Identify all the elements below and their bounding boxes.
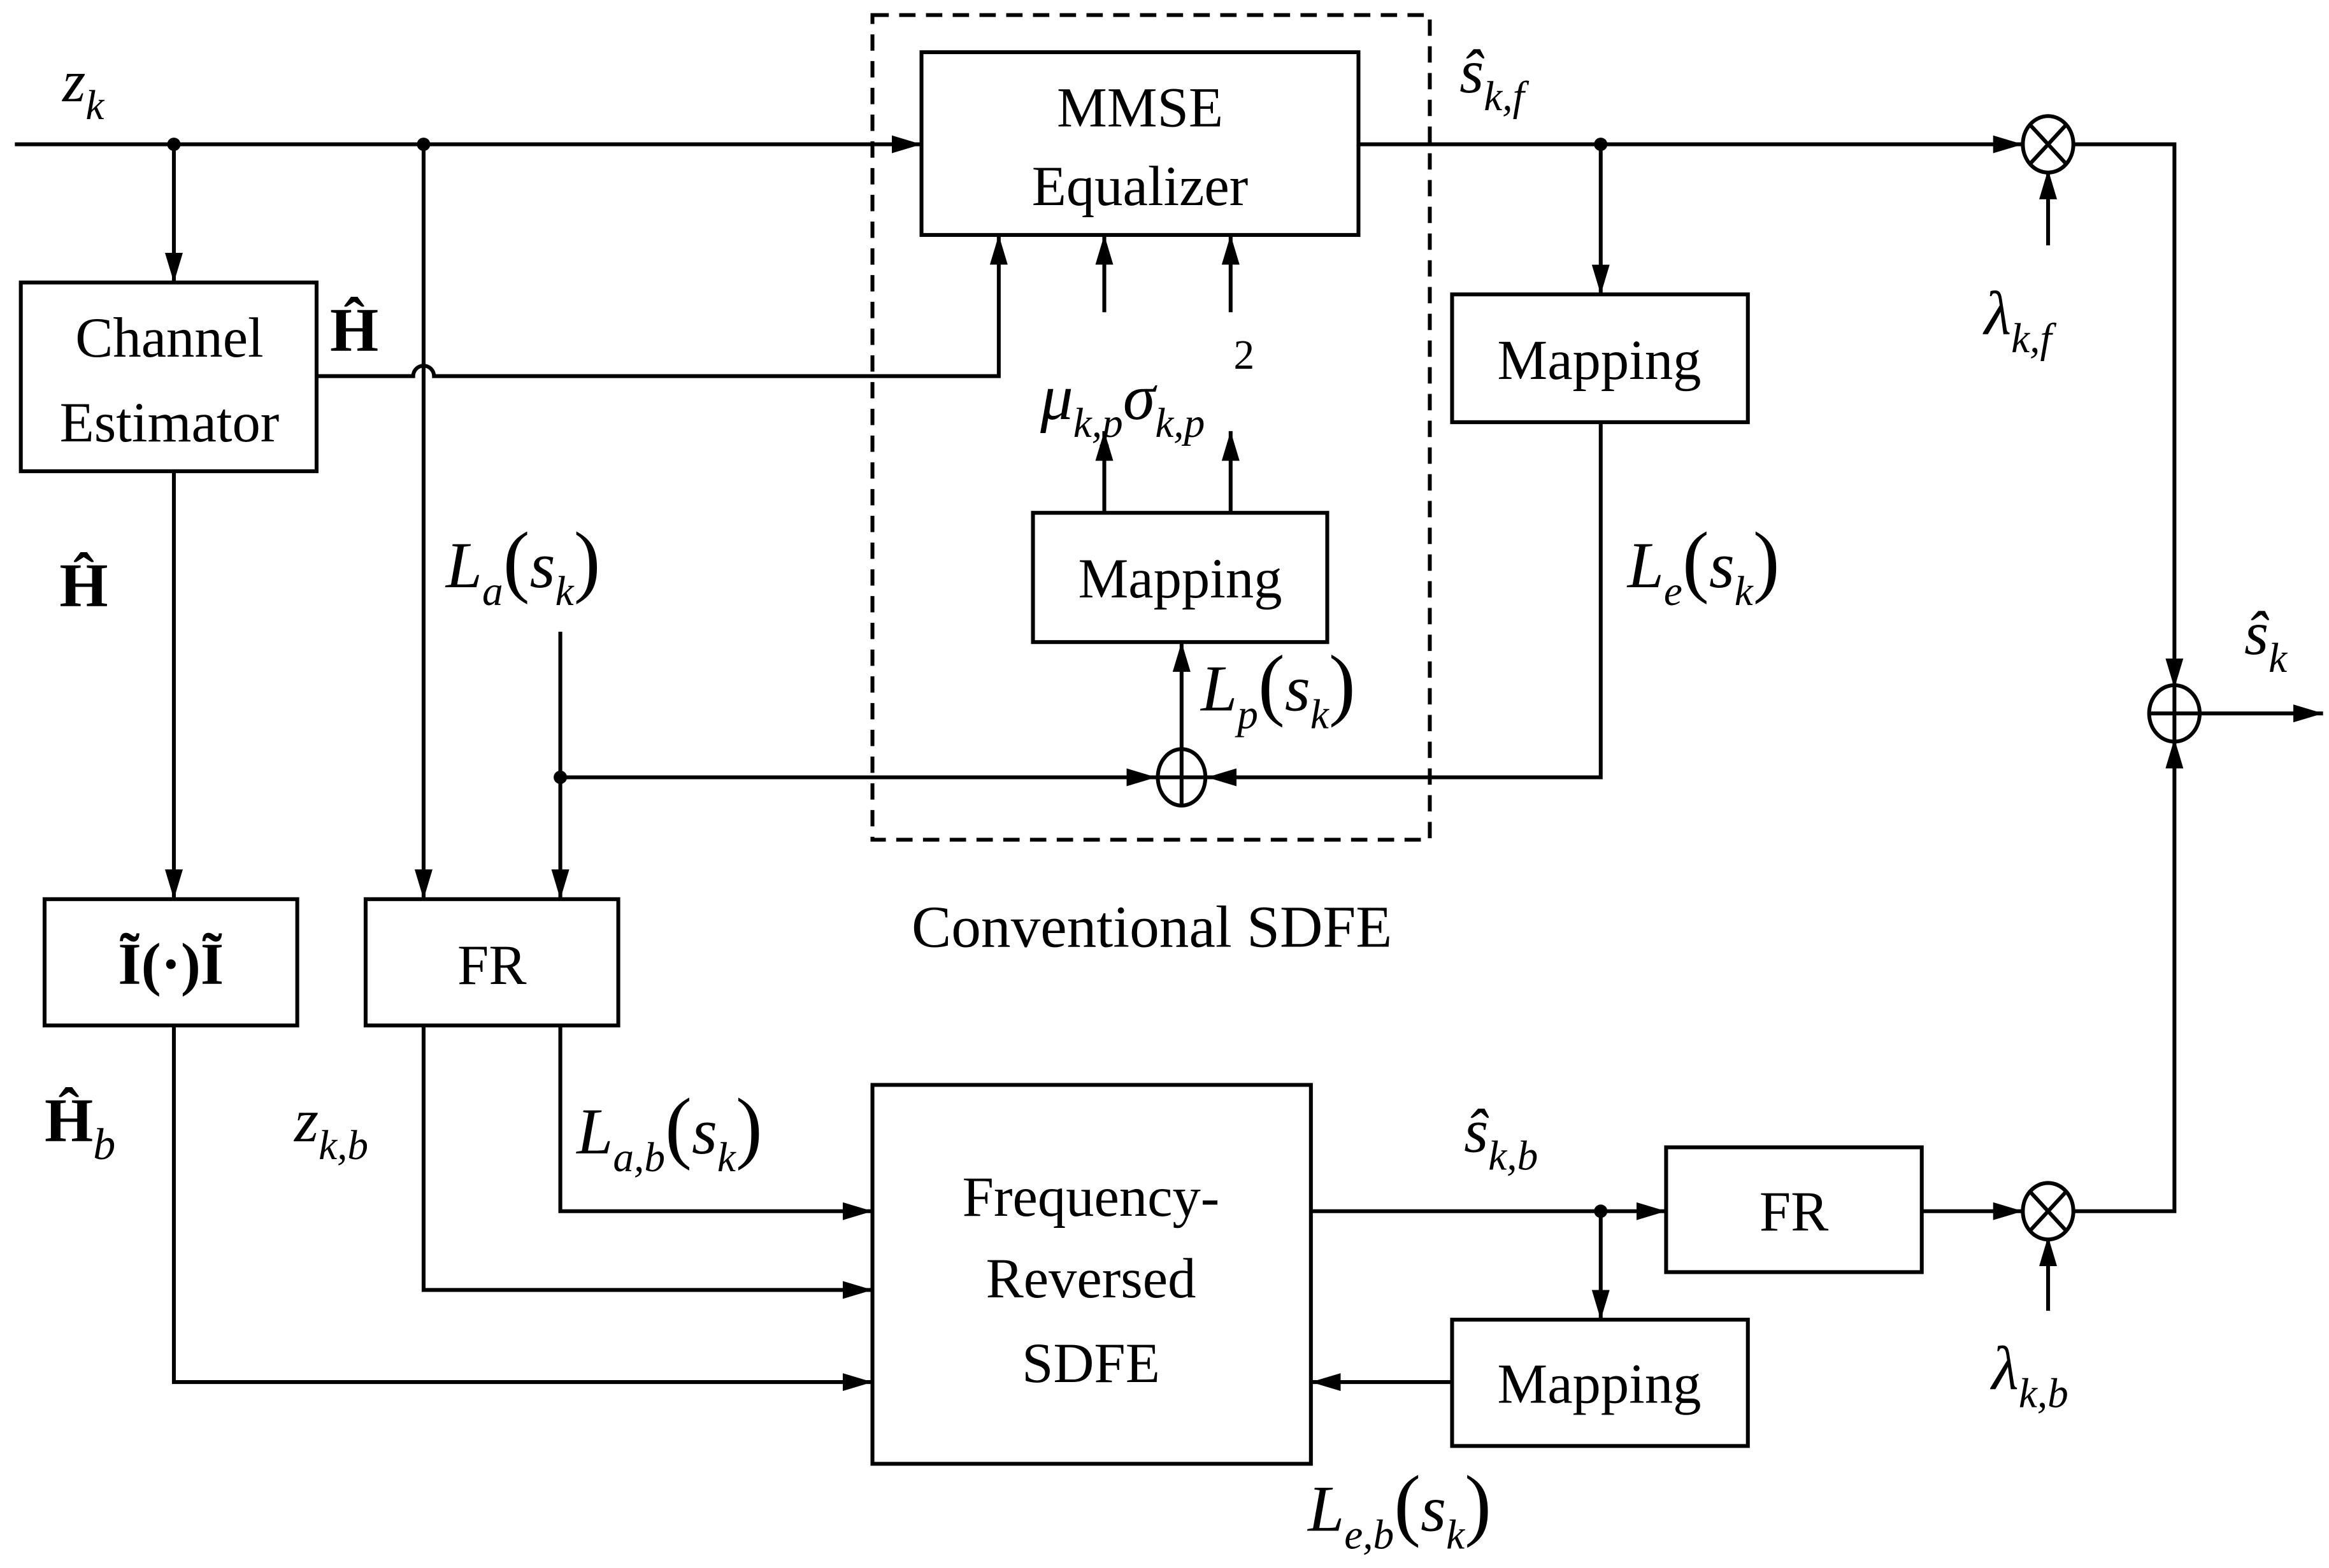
multiply-node-backward — [2021, 1181, 2075, 1242]
mmse-equalizer-block: MMSE Equalizer — [919, 50, 1361, 237]
junction-dot — [1594, 1204, 1608, 1218]
wire-le-to-sum — [1207, 422, 1603, 787]
label-L-e: Le(sk) — [1626, 517, 1780, 615]
ce-label-line1: Channel — [75, 307, 263, 369]
label-L-a: La(sk) — [445, 517, 601, 615]
fr-right-block: FR — [1664, 1145, 1924, 1274]
junctions — [167, 138, 1608, 1218]
label-z-kb: zk,b — [293, 1087, 368, 1169]
label-h-hat-top: Ĥ — [330, 296, 378, 365]
mapping-right-label: Mapping — [1497, 329, 1701, 392]
fr-sdfe-label-line3: SDFE — [1022, 1332, 1160, 1395]
mapping-bottom-label: Mapping — [1497, 1353, 1701, 1416]
multiply-node-forward — [2021, 114, 2075, 175]
fr-left-block: FR — [363, 897, 620, 1028]
conventional-sdfe-caption: Conventional SDFE — [912, 894, 1392, 960]
fr-sdfe-label-line2: Reversed — [986, 1248, 1196, 1310]
label-lambda-kb: λk,b — [1989, 1335, 2068, 1417]
permutation-label: Ĩ(·)Ĩ — [118, 932, 224, 997]
fr-sdfe-block: Frequency- Reversed SDFE — [870, 1083, 1313, 1466]
junction-dot — [167, 138, 181, 152]
wire-mult-b-to-sum — [2073, 738, 2184, 1213]
mmse-label-line1: MMSE — [1057, 77, 1223, 139]
junction-dot — [417, 138, 431, 152]
label-sigma-sup: 2 — [1233, 332, 1254, 378]
label-s-hat-k: ŝk — [2244, 599, 2288, 681]
permutation-block: Ĩ(·)Ĩ — [42, 897, 299, 1028]
channel-estimator-block: Channel Estimator — [18, 280, 319, 473]
fr-sdfe-label-line1: Frequency- — [963, 1166, 1220, 1229]
wire-hb-to-frsdfe — [171, 1025, 873, 1392]
label-mu-sigma: μk,pσk,p — [1040, 362, 1205, 446]
mapping-inner-label: Mapping — [1078, 548, 1282, 610]
mapping-right-block: Mapping — [1450, 292, 1750, 424]
wire-lab-to-frsdfe — [558, 1025, 873, 1220]
label-L-ab: La,b(sk) — [575, 1083, 763, 1181]
label-h-hat-b: Ĥb — [45, 1087, 115, 1169]
label-h-hat-left: Ĥ — [59, 552, 108, 620]
mapping-inner-block: Mapping — [1031, 511, 1329, 645]
fr-left-label: FR — [457, 934, 526, 997]
label-L-p: Lp(sk) — [1200, 640, 1356, 738]
label-z-k: zk — [61, 49, 104, 129]
mmse-label-line2: Equalizer — [1032, 155, 1249, 218]
wire-mult-f-to-sum — [2073, 142, 2184, 688]
label-lambda-kf: λk,f — [1982, 280, 2057, 362]
label-s-hat-kb: ŝk,b — [1464, 1097, 1538, 1179]
wire-zkb-to-frsdfe — [421, 1025, 873, 1299]
junction-dot — [1594, 138, 1608, 152]
wire-hhat-to-mmse — [316, 234, 1008, 378]
mapping-bottom-block: Mapping — [1450, 1318, 1750, 1448]
sum-node-inner — [1156, 747, 1208, 808]
label-L-eb: Le,b(sk) — [1307, 1460, 1491, 1558]
fr-right-label: FR — [1759, 1181, 1828, 1243]
junction-dot — [554, 771, 568, 784]
ce-label-line2: Estimator — [60, 392, 280, 454]
label-s-hat-kf: ŝk,f — [1459, 38, 1529, 120]
sum-node-output — [2147, 683, 2202, 744]
conventional-sdfe-region — [870, 13, 1432, 842]
